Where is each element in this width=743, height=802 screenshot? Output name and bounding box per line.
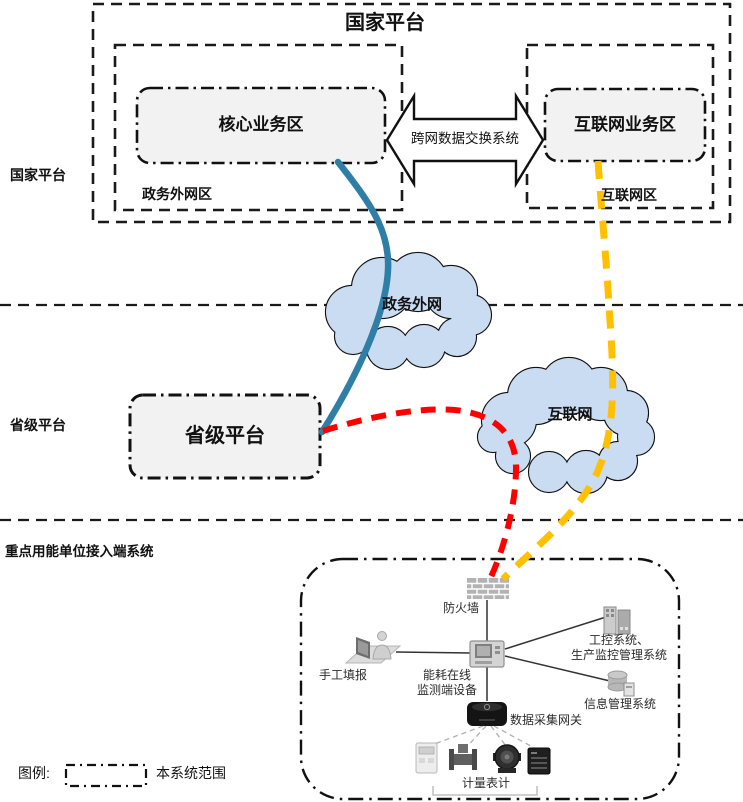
cross-network-exchange-label: 跨网数据交换系统: [411, 131, 519, 146]
national-platform-title: 国家平台: [345, 12, 425, 34]
firewall-label: 防火墙: [442, 601, 480, 615]
device-links: [395, 600, 611, 701]
flow-meter-icon: [449, 744, 477, 770]
firewall-icon: [467, 578, 509, 599]
internet-cloud-label: 互联网: [547, 406, 593, 423]
controller-icon: [527, 747, 551, 775]
side-label-enterprise: 重点用能单位接入端系统: [5, 544, 154, 559]
gov-extranet-cloud-label: 政务外网: [381, 296, 443, 313]
internet-area-label: 互联网区: [601, 187, 657, 203]
legend-scope-label: 本系统范围: [156, 765, 226, 781]
internet-business-zone-label: 互联网业务区: [574, 115, 676, 134]
gov-extranet-area-label: 政务外网区: [142, 186, 212, 202]
gov-extranet-cloud-icon: [324, 251, 493, 371]
gateway-meter-links: [428, 725, 539, 752]
double-arrow-icon: [385, 91, 545, 189]
valve-meter-icon: [493, 744, 521, 773]
provincial-platform-label: 省级平台: [185, 425, 265, 447]
gateway-label: 数据采集网关: [509, 713, 583, 727]
internet-cloud-icon: [476, 356, 656, 495]
internet-link-line-yellow: [500, 160, 617, 582]
legend-scope-box: [64, 763, 148, 788]
monitor-device-label: 能耗在线 监测端设备: [416, 668, 478, 697]
gov-extranet-link-line: [318, 158, 392, 436]
gateway-icon: [467, 702, 507, 726]
side-label-provincial: 省级平台: [10, 417, 66, 433]
server-towers-icon: [603, 606, 631, 635]
legend-label: 图例:: [18, 765, 50, 781]
internet-business-zone-node: [543, 87, 707, 163]
meters-label: 计量表计: [461, 776, 511, 790]
meters-bracket: [432, 786, 538, 796]
monitor-terminal-icon: [469, 640, 505, 668]
internet-link-line-red: [322, 406, 520, 581]
electric-meter-icon: [415, 742, 438, 774]
side-label-national: 国家平台: [10, 167, 66, 183]
national-platform-box: [91, 2, 732, 224]
provincial-platform-node: [128, 393, 322, 480]
core-business-zone-node: [135, 86, 387, 165]
manual-entry-label: 手工填报: [318, 668, 368, 682]
industrial-systems-label: 工控系统、 生产监控管理系统: [570, 633, 668, 662]
info-system-label: 信息管理系统: [583, 697, 657, 711]
database-icon: [607, 670, 635, 697]
core-business-zone-label: 核心业务区: [218, 115, 304, 134]
person-computer-icon: [344, 631, 402, 664]
